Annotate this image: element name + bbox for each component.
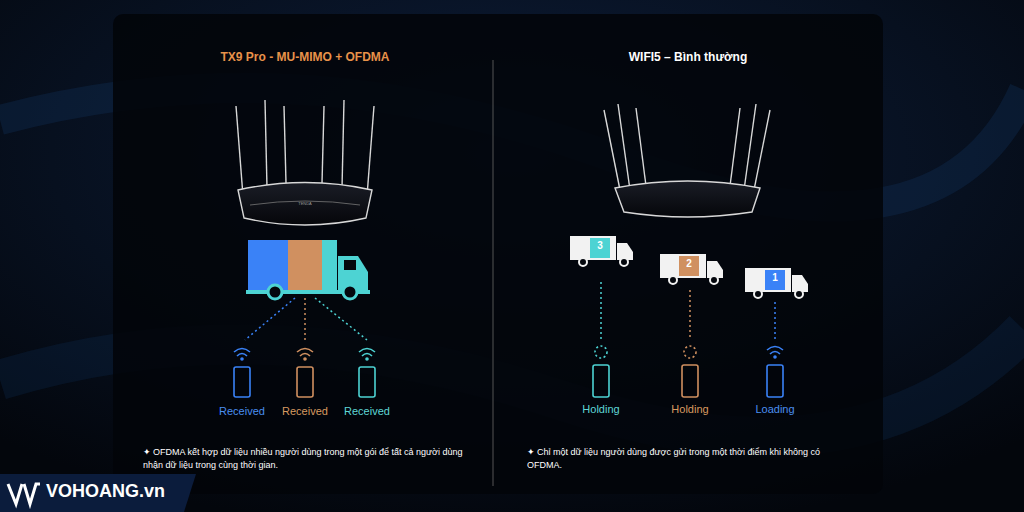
phones-right	[593, 346, 783, 397]
note-text: ✦ OFDMA kết hợp dữ liệu nhiều người dùng…	[143, 446, 473, 472]
panel-heading: TX9 Pro - MU-MIMO + OFDMA	[155, 50, 455, 64]
panel	[113, 14, 883, 494]
truck-2	[660, 254, 723, 284]
truck-ofdma	[246, 240, 370, 299]
router-right	[604, 104, 770, 217]
status-label: Loading	[735, 403, 815, 416]
panel-heading: WIFI5 – Bình thường	[538, 50, 838, 64]
watermark: VOHOANG.vn	[46, 481, 186, 503]
callout-number: 3	[590, 240, 610, 252]
watermark-logo	[0, 474, 196, 512]
truck-3	[570, 236, 633, 266]
status-label: Holding	[650, 403, 730, 416]
status-label: Holding	[561, 403, 641, 416]
divider	[493, 60, 494, 486]
brand-mark: TENDA	[285, 202, 325, 207]
router-left	[236, 100, 374, 225]
callout-number: 2	[679, 258, 699, 270]
signal-lines-right	[601, 282, 775, 340]
truck-1	[745, 268, 808, 298]
callout-number: 1	[765, 272, 785, 284]
status-label: Received	[202, 405, 282, 418]
note-text: ✦ Chỉ một dữ liệu người dùng được gửi tr…	[527, 446, 827, 472]
signal-lines	[245, 298, 367, 340]
status-label: Received	[265, 405, 345, 418]
status-label: Received	[327, 405, 407, 418]
phones-left	[234, 349, 375, 398]
